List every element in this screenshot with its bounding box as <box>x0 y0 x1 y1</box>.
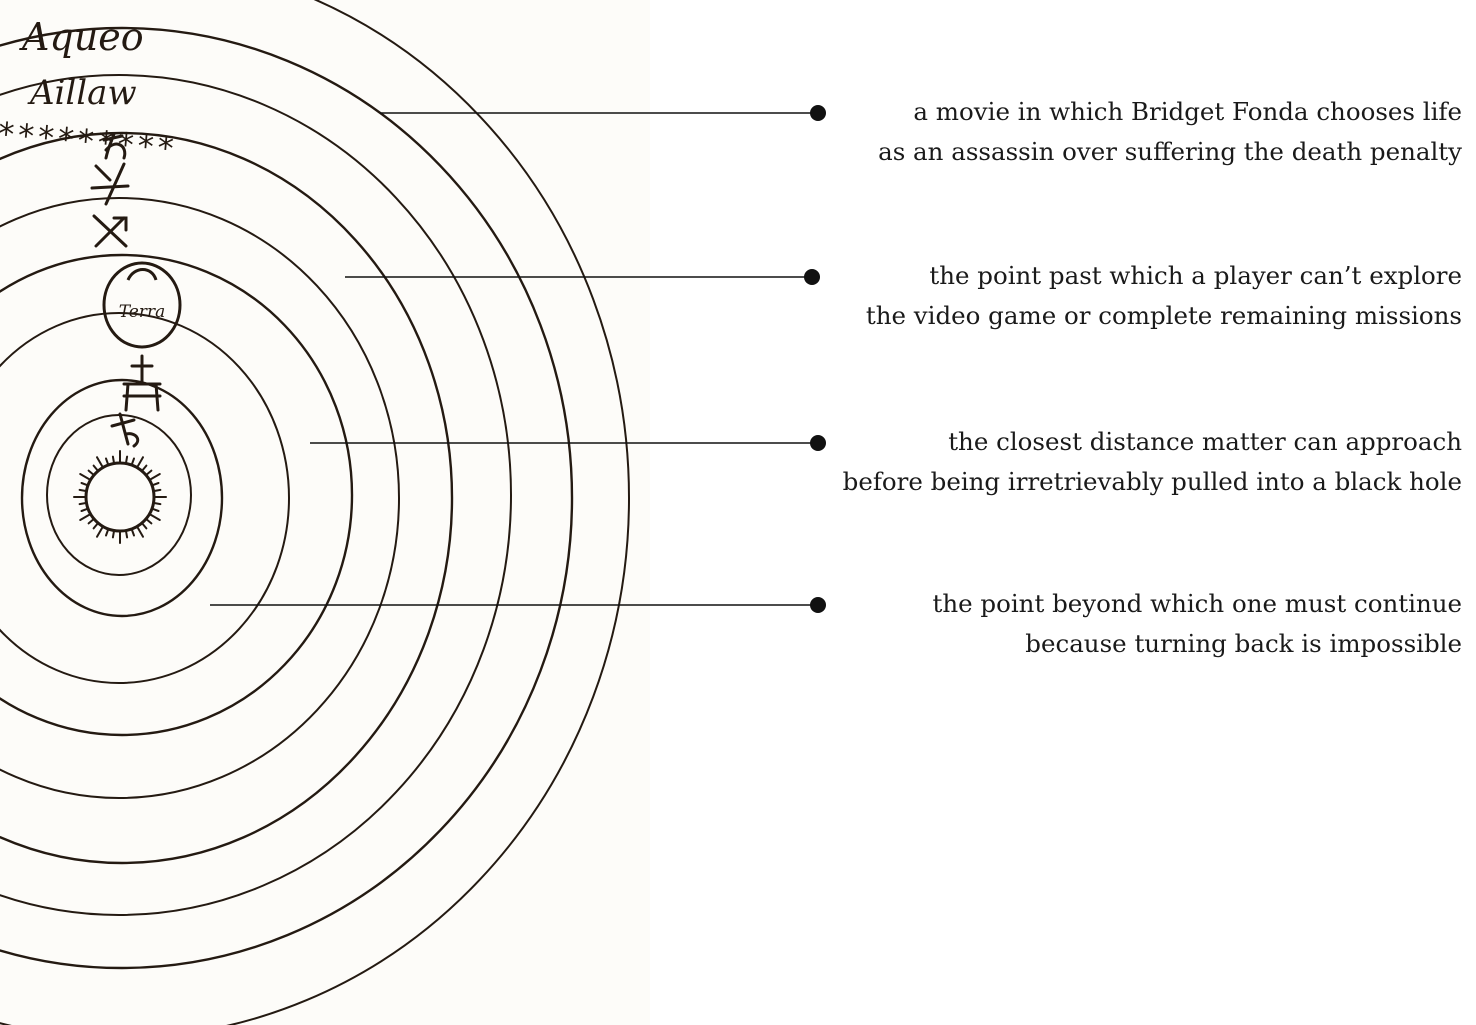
callout-3-line-2: before being irretrievably pulled into a… <box>802 462 1462 502</box>
aillaw-label: Aillaw <box>27 73 137 113</box>
callout-4-line-1: the point beyond which one must continue <box>802 584 1462 624</box>
callout-2-line-2: the video game or complete remaining mis… <box>802 296 1462 336</box>
callout-text-4: the point beyond which one must continue… <box>802 584 1462 664</box>
callout-text-1: a movie in which Bridget Fonda chooses l… <box>802 92 1462 172</box>
aqueo-label: Aqueo <box>19 15 144 59</box>
callout-1-line-1: a movie in which Bridget Fonda chooses l… <box>802 92 1462 132</box>
callout-2-line-1: the point past which a player can’t expl… <box>802 256 1462 296</box>
callout-text-2: the point past which a player can’t expl… <box>802 256 1462 336</box>
callout-1-line-2: as an assassin over suffering the death … <box>802 132 1462 172</box>
callout-4-line-2: because turning back is impossible <box>802 624 1462 664</box>
callout-text-3: the closest distance matter can approach… <box>802 422 1462 502</box>
callout-3-line-1: the closest distance matter can approach <box>802 422 1462 462</box>
earth-label: Terra <box>119 302 165 322</box>
